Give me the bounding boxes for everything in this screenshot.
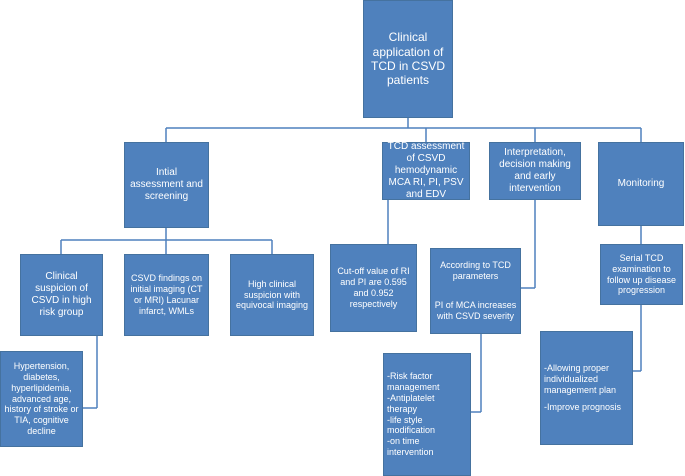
screening-node-clinical-suspicion: Clinical suspicion of CSVD in high risk … [20, 254, 103, 336]
intervention-item: -on time intervention [387, 436, 434, 457]
risk-factors-node: Hypertension, diabetes, hyperlipidemia, … [0, 351, 83, 447]
branch-node-monitoring: Monitoring [598, 142, 684, 226]
outcomes-node: -Allowing proper individualized manageme… [540, 331, 633, 445]
root-node: Clinical application of TCD in CSVD pati… [363, 0, 453, 118]
serial-examination-node: Serial TCD examination to follow up dise… [600, 244, 683, 305]
intervention-item: -Risk factor management [387, 371, 440, 393]
screening-node-imaging-findings: CSVD findings on initial imaging (CT or … [124, 254, 209, 336]
outcome-item: -Improve prognosis [544, 401, 622, 412]
intervention-item: -life style modification [387, 414, 436, 436]
interventions-node: -Risk factor management -Antiplatelet th… [383, 353, 471, 476]
intervention-item: -Antiplatelet therapy [387, 392, 435, 414]
branch-node-screening: Intial assessment and screening [124, 142, 209, 228]
screening-node-equivocal-imaging: High clinical suspicion with equivocal i… [230, 254, 314, 336]
cutoff-node: Cut-off value of RI and PI are 0.595 and… [330, 244, 417, 332]
tcd-parameters-node: According to TCD parameters PI of MCA in… [430, 248, 521, 334]
tcd-parameters-detail: PI of MCA increases with CSVD severity [434, 300, 517, 321]
branch-node-interpretation: Interpretation, decision making and earl… [489, 142, 581, 200]
tcd-parameters-title: According to TCD parameters [440, 260, 511, 281]
outcome-item: -Allowing proper individualized manageme… [544, 363, 617, 395]
branch-node-tcd-assessment: TCD assessment of CSVD hemodynamic MCA R… [382, 141, 470, 200]
